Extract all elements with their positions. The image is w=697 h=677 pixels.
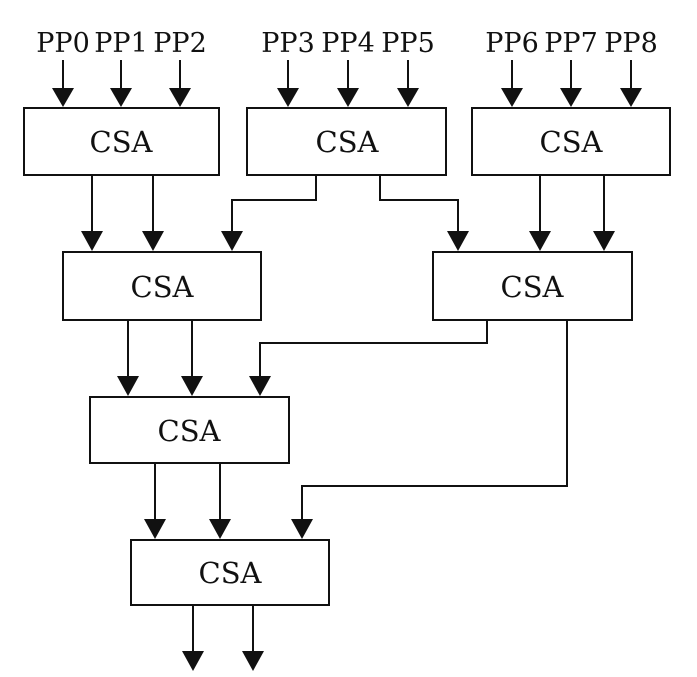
csa-block-level1-middle: CSA [246, 107, 447, 176]
csa-block-level2-right: CSA [432, 251, 633, 321]
arrow-down-icon [181, 376, 203, 396]
csa-blocks: CSA CSA CSA CSA CSA CSA CSA [23, 107, 671, 606]
arrow-down-icon [529, 231, 551, 251]
csa-block-level1-left: CSA [23, 107, 220, 176]
arrow-down-icon [277, 88, 299, 107]
arrow-down-icon [337, 88, 359, 107]
csa-block-level3: CSA [89, 396, 290, 464]
arrow-down-icon [221, 231, 243, 251]
arrow-down-icon [142, 231, 164, 251]
arrow-down-icon [291, 519, 313, 539]
wire-l2b-out1 [259, 320, 488, 380]
csa-label: CSA [316, 125, 380, 159]
csa-label: CSA [540, 125, 604, 159]
arrow-down-icon [249, 376, 271, 396]
input-label-pp1: PP1 [94, 28, 148, 59]
arrow-down-icon [110, 88, 132, 107]
csa-label: CSA [131, 270, 195, 304]
wire-l2b-out2 [301, 320, 568, 523]
input-label-pp6: PP6 [485, 28, 539, 59]
arrow-down-icon [242, 651, 264, 671]
wires [62, 60, 632, 655]
input-label-pp3: PP3 [261, 28, 315, 59]
arrow-down-icon [182, 651, 204, 671]
csa-block-level2-left: CSA [62, 251, 262, 321]
arrow-down-icon [209, 519, 231, 539]
arrowheads [52, 88, 642, 671]
arrow-down-icon [560, 88, 582, 107]
csa-block-level1-right: CSA [471, 107, 671, 176]
input-label-pp5: PP5 [381, 28, 435, 59]
arrow-down-icon [169, 88, 191, 107]
input-label-pp2: PP2 [153, 28, 207, 59]
csa-label: CSA [90, 125, 154, 159]
arrow-down-icon [144, 519, 166, 539]
input-labels: PP0 PP1 PP2 PP3 PP4 PP5 PP6 PP7 PP8 [36, 28, 658, 59]
arrow-down-icon [501, 88, 523, 107]
arrow-down-icon [593, 231, 615, 251]
csa-label: CSA [199, 556, 263, 590]
csa-label: CSA [158, 414, 222, 448]
input-label-pp7: PP7 [544, 28, 598, 59]
arrow-down-icon [52, 88, 74, 107]
csa-block-level4: CSA [130, 539, 330, 606]
wire-l1b-out1 [231, 175, 317, 235]
arrow-down-icon [447, 231, 469, 251]
wire-l1b-out2 [379, 175, 459, 235]
arrow-down-icon [620, 88, 642, 107]
input-label-pp0: PP0 [36, 28, 90, 59]
arrow-down-icon [117, 376, 139, 396]
arrow-down-icon [81, 231, 103, 251]
input-label-pp8: PP8 [604, 28, 658, 59]
csa-label: CSA [501, 270, 565, 304]
arrow-down-icon [397, 88, 419, 107]
input-label-pp4: PP4 [321, 28, 375, 59]
